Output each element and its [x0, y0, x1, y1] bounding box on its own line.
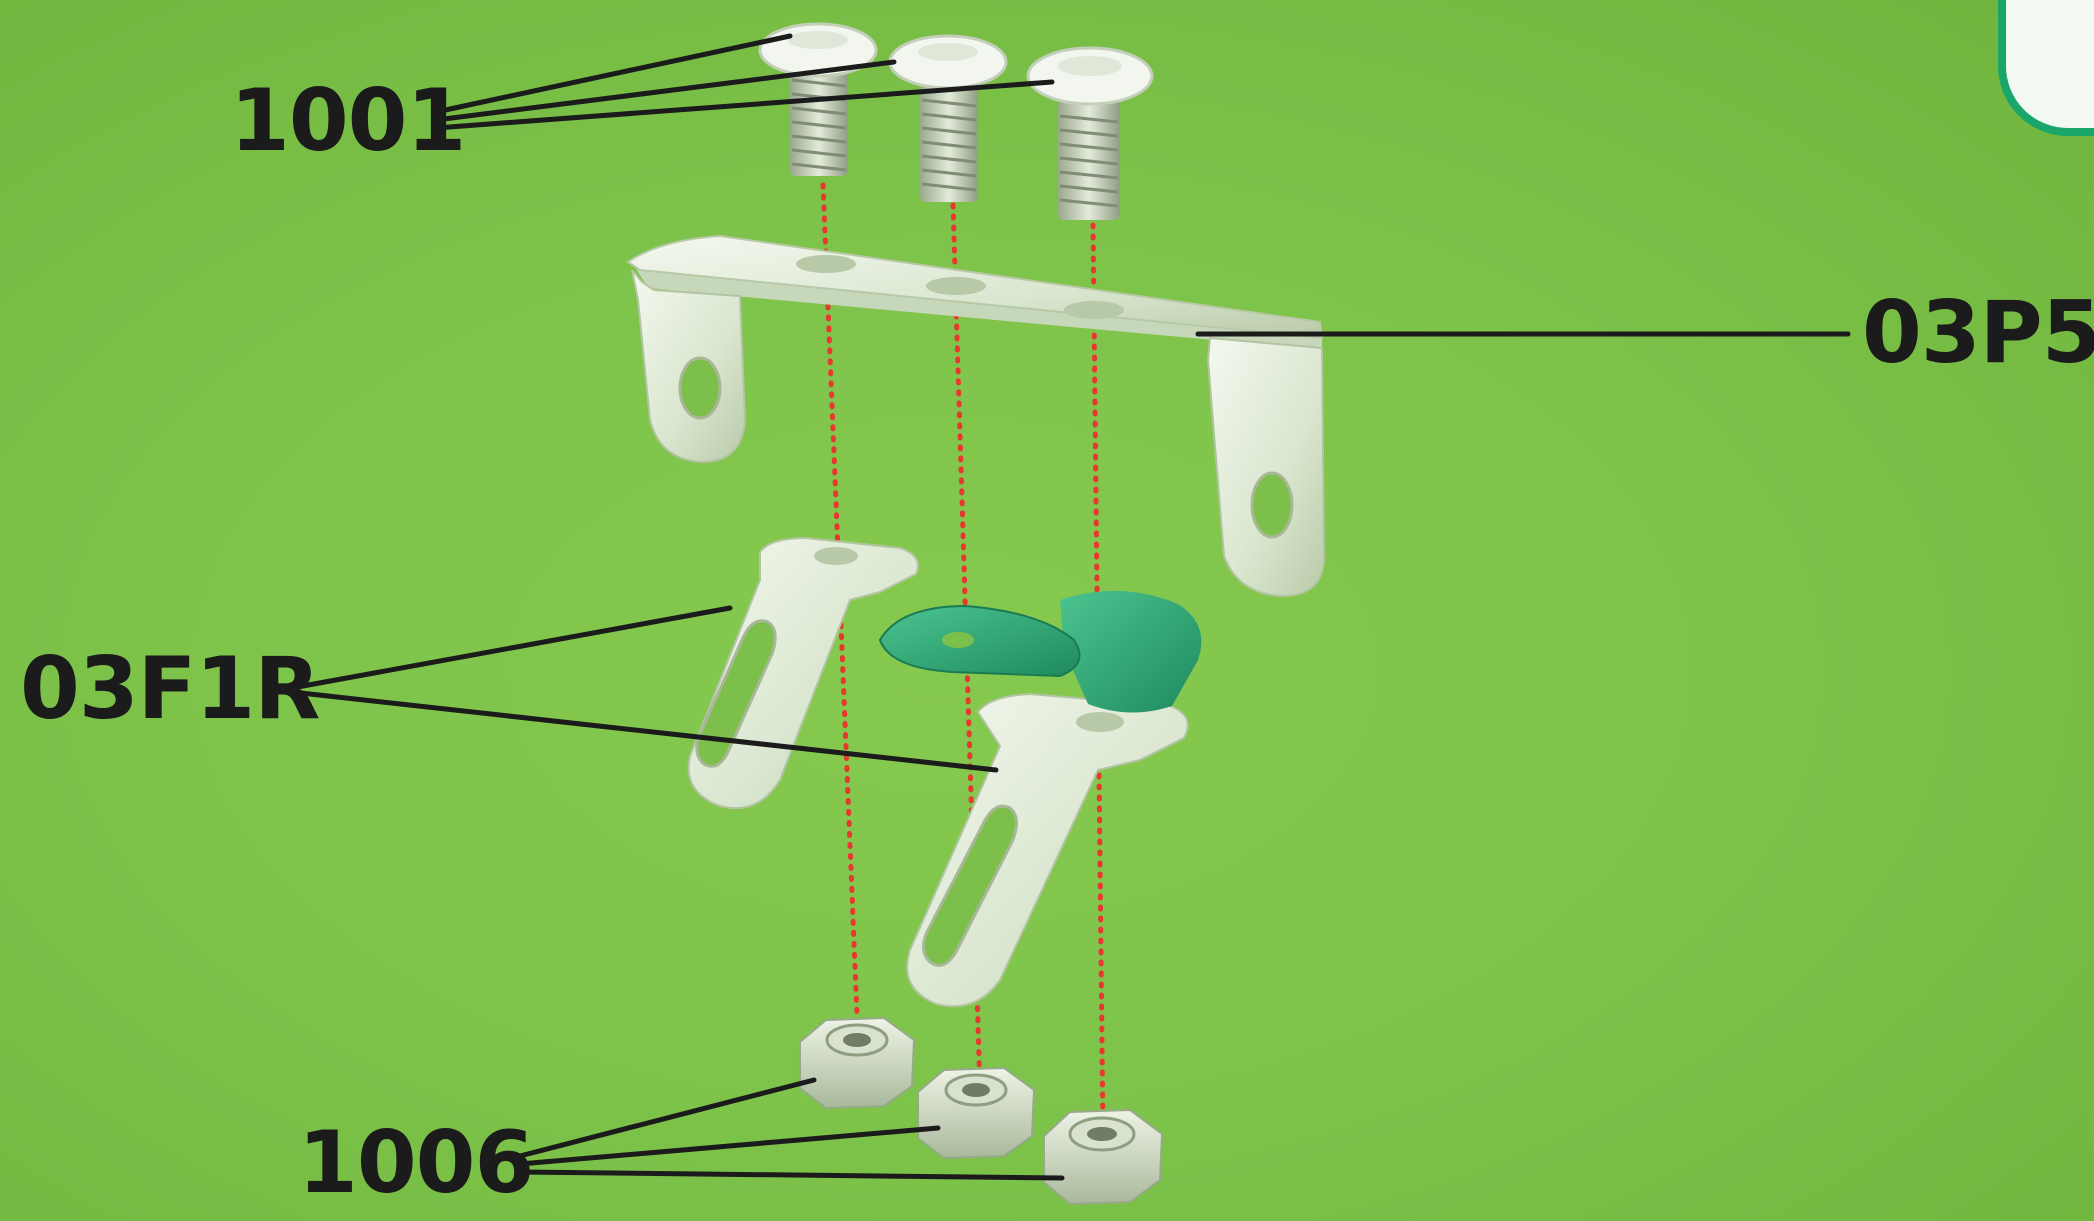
screw-1001-middle-icon [890, 36, 1006, 202]
nut-1006-right-icon [1044, 1110, 1162, 1204]
part-label-03f1r: 03F1R [20, 646, 320, 732]
nut-1006-middle-icon [918, 1068, 1034, 1158]
leader-03f1r-a [292, 608, 730, 688]
nut-1006-left-icon [800, 1018, 914, 1108]
part-label-03p5: 03P5 [1862, 290, 2094, 376]
leader-1006-c [520, 1172, 1062, 1178]
screw-1001-right-icon [1028, 48, 1152, 220]
u-bracket-03p5-icon [628, 236, 1324, 596]
flat-bracket-03f1r-left-icon [689, 538, 918, 808]
leader-1001-a [436, 36, 790, 112]
leader-03f1r-b [292, 692, 996, 770]
leader-1006-b [520, 1128, 938, 1164]
part-label-1006: 1006 [298, 1120, 533, 1206]
part-label-1001: 1001 [230, 78, 465, 164]
flat-bracket-03f1r-right-icon [907, 694, 1188, 1006]
